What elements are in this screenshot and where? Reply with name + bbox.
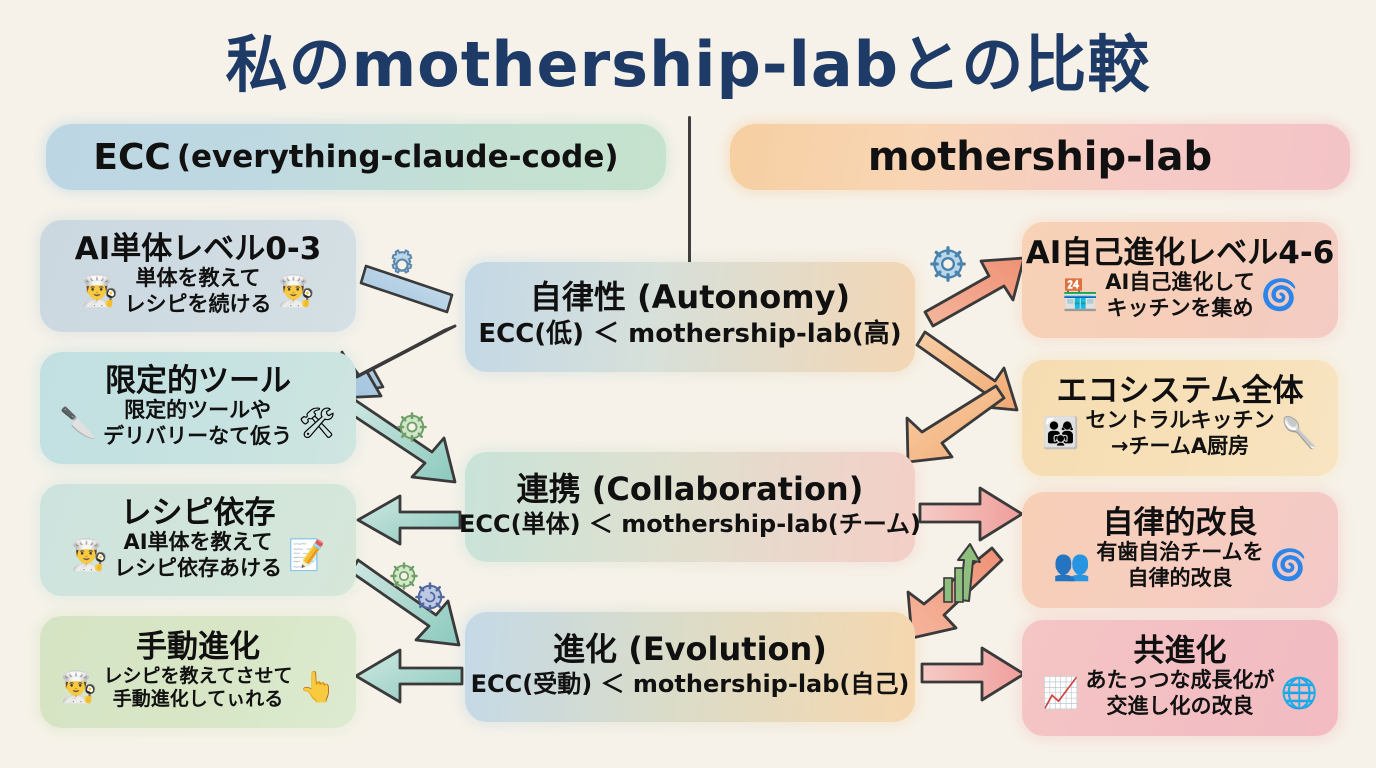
header-ecc-sub: (everything-claude-code) [176, 139, 619, 175]
pointing-hand-icon: 👆 [298, 669, 336, 705]
center-card-evolution[interactable]: 進化 (Evolution) ECC(受動) ＜ mothership-lab(… [465, 612, 915, 722]
team-cooking-icon: 👨‍👩‍👧 [1042, 415, 1080, 451]
right-card-2-title: エコシステム全体 [1056, 372, 1304, 409]
left-card-3-lines: AI単体を教えて レシピ依存あける [114, 530, 282, 581]
center-card-autonomy-title: 自律性 (Autonomy) [529, 278, 851, 317]
right-card-1-line1: AI自己進化して [1105, 270, 1255, 295]
left-card-4-title: 手動進化 [136, 629, 260, 666]
left-card-2-title: 限定的ツール [105, 362, 291, 399]
arrow-right2-to-center2 [905, 384, 1006, 464]
gear-green-mid-icon [397, 412, 427, 442]
left-card-4[interactable]: 手動進化 👨‍🍳 レシピを教えてさせて 手動進化してぃれる 👆 [40, 616, 356, 728]
right-card-1-title: AI自己進化レベル4-6 [1025, 234, 1335, 271]
center-card-evolution-title: 進化 (Evolution) [553, 629, 827, 668]
right-card-3-body: 👥 有歯自治チームを 自律的改良 🌀 [1032, 540, 1328, 591]
left-card-4-line1: レシピを教えてさせて [103, 664, 293, 687]
right-card-4-title: 共進化 [1133, 632, 1227, 669]
right-card-2-line2: →チームA厨房 [1110, 433, 1250, 458]
left-card-1-lines: 単体を教えて レシピを続ける [125, 266, 272, 317]
arrow-center3-to-card4 [354, 648, 464, 704]
right-card-1-body: 🏪 AI自己進化して キッチンを集め 🌀 [1032, 270, 1328, 321]
right-card-2-body: 👨‍👩‍👧 セントラルキッチン →チームA厨房 🥄 [1032, 408, 1328, 459]
arrow-center3-to-right4 [920, 646, 1026, 702]
clipboard-pencil-icon: 📝 [288, 537, 326, 573]
tools-icon: 🛠 [298, 405, 337, 441]
arrow-center2-to-right3 [918, 486, 1024, 542]
people-group-icon: 👥 [1052, 547, 1091, 583]
center-card-autonomy-comparison: ECC(低) ＜ mothership-lab(高) [478, 318, 902, 349]
center-card-evolution-comparison: ECC(受動) ＜ mothership-lab(自己) [470, 670, 910, 699]
right-card-4-lines: あたっつな成長化が 交進し化の改良 [1086, 668, 1275, 719]
chef-icon: 👨‍🍳 [81, 273, 119, 309]
kitchen-icon: 🏪 [1061, 277, 1100, 313]
left-card-3-line1: AI単体を教えて [123, 530, 273, 555]
gear-green-low-icon [390, 562, 418, 590]
arrow-right3-to-center3 [906, 546, 1004, 640]
page-title: 私のmothership-labとの比較 [225, 28, 1151, 101]
left-card-3-line2: レシピ依存あける [114, 555, 282, 580]
spiral-cycle-icon: 🌀 [1269, 547, 1308, 583]
left-card-4-line2: 手動進化してぃれる [112, 687, 284, 710]
right-card-2[interactable]: エコシステム全体 👨‍👩‍👧 セントラルキッチン →チームA厨房 🥄 [1022, 360, 1338, 476]
arrow-center1-to-right2 [915, 330, 1019, 412]
right-card-3-line2: 自律的改良 [1127, 565, 1233, 590]
header-banner-ecc: ECC (everything-claude-code) [46, 124, 666, 190]
knife-icon: 🔪 [59, 405, 98, 441]
arrow-growth-right3 [943, 543, 981, 603]
right-card-1-lines: AI自己進化して キッチンを集め [1105, 270, 1254, 321]
left-card-1[interactable]: AI単体レベル0-3 👨‍🍳 単体を教えて レシピを続ける 👨‍🍳 [40, 220, 356, 332]
left-card-3-title: レシピ依存 [120, 494, 276, 531]
utensils-icon: 🥄 [1280, 415, 1318, 451]
left-card-3[interactable]: レシピ依存 👨‍🍳 AI単体を教えて レシピ依存あける 📝 [40, 484, 356, 596]
center-card-collaboration[interactable]: 連携 (Collaboration) ECC(単体) ＜ mothership-… [459, 452, 921, 562]
arrow-center2-to-card3 [356, 494, 462, 546]
left-card-2[interactable]: 限定的ツール 🔪 限定的ツールや デリバリーなて仮う 🛠 [40, 352, 356, 464]
left-card-2-line1: 限定的ツールや [124, 398, 272, 423]
right-card-4-line1: あたっつな成長化が [1085, 668, 1275, 693]
center-divider [688, 116, 691, 331]
header-banner-mothership: mothership-lab [730, 124, 1350, 190]
left-card-4-body: 👨‍🍳 レシピを教えてさせて 手動進化してぃれる 👆 [50, 665, 346, 711]
globe-cycle-icon: 🌐 [1280, 675, 1318, 711]
right-card-3-title: 自律的改良 [1102, 504, 1258, 541]
right-card-3-line1: 有歯自治チームを [1096, 540, 1264, 565]
right-card-4-body: 📈 あたっつな成長化が 交進し化の改良 🌐 [1032, 668, 1328, 719]
center-card-autonomy[interactable]: 自律性 (Autonomy) ECC(低) ＜ mothership-lab(高… [465, 262, 915, 372]
left-card-2-line2: デリバリーなて仮う [103, 423, 293, 448]
left-card-4-lines: レシピを教えてさせて 手動進化してぃれる [103, 665, 292, 711]
right-card-3[interactable]: 自律的改良 👥 有歯自治チームを 自律的改良 🌀 [1022, 492, 1338, 608]
center-card-collaboration-title: 連携 (Collaboration) [516, 469, 864, 508]
right-card-4[interactable]: 共進化 📈 あたっつな成長化が 交進し化の改良 🌐 [1022, 620, 1338, 736]
right-card-2-line1: セントラルキッチン [1085, 408, 1275, 433]
left-card-1-line2: レシピを続ける [124, 291, 272, 316]
left-card-1-title: AI単体レベル0-3 [74, 230, 322, 267]
center-card-collaboration-comparison: ECC(単体) ＜ mothership-lab(チーム) [459, 510, 921, 539]
right-card-3-lines: 有歯自治チームを 自律的改良 [1096, 540, 1263, 591]
left-card-2-body: 🔪 限定的ツールや デリバリーなて仮う 🛠 [50, 398, 346, 449]
growth-chart-icon: 📈 [1042, 675, 1080, 711]
header-ecc-main: ECC [93, 136, 171, 178]
gear-blue-top-icon [385, 248, 419, 282]
right-card-4-line2: 交進し化の改良 [1106, 693, 1254, 718]
right-card-1[interactable]: AI自己進化レベル4-6 🏪 AI自己進化して キッチンを集め 🌀 [1022, 222, 1338, 338]
header-mothership-main: mothership-lab [867, 134, 1213, 180]
right-card-2-lines: セントラルキッチン →チームA厨房 [1086, 408, 1275, 459]
chef-icon: 👨‍🍳 [277, 273, 315, 309]
left-card-2-lines: 限定的ツールや デリバリーなて仮う [103, 398, 292, 449]
gear-blue-right-icon [930, 246, 966, 282]
left-card-1-line1: 単体を教えて [135, 266, 261, 291]
spiral-cycle-icon: 🌀 [1260, 277, 1299, 313]
gear-blue-low-icon [415, 582, 445, 612]
chef-icon: 👨‍🍳 [70, 537, 108, 573]
right-card-1-line2: キッチンを集め [1106, 295, 1254, 320]
chef-icon: 👨‍🍳 [60, 669, 98, 705]
left-card-3-body: 👨‍🍳 AI単体を教えて レシピ依存あける 📝 [50, 530, 346, 581]
left-card-1-body: 👨‍🍳 単体を教えて レシピを続ける 👨‍🍳 [50, 266, 346, 317]
